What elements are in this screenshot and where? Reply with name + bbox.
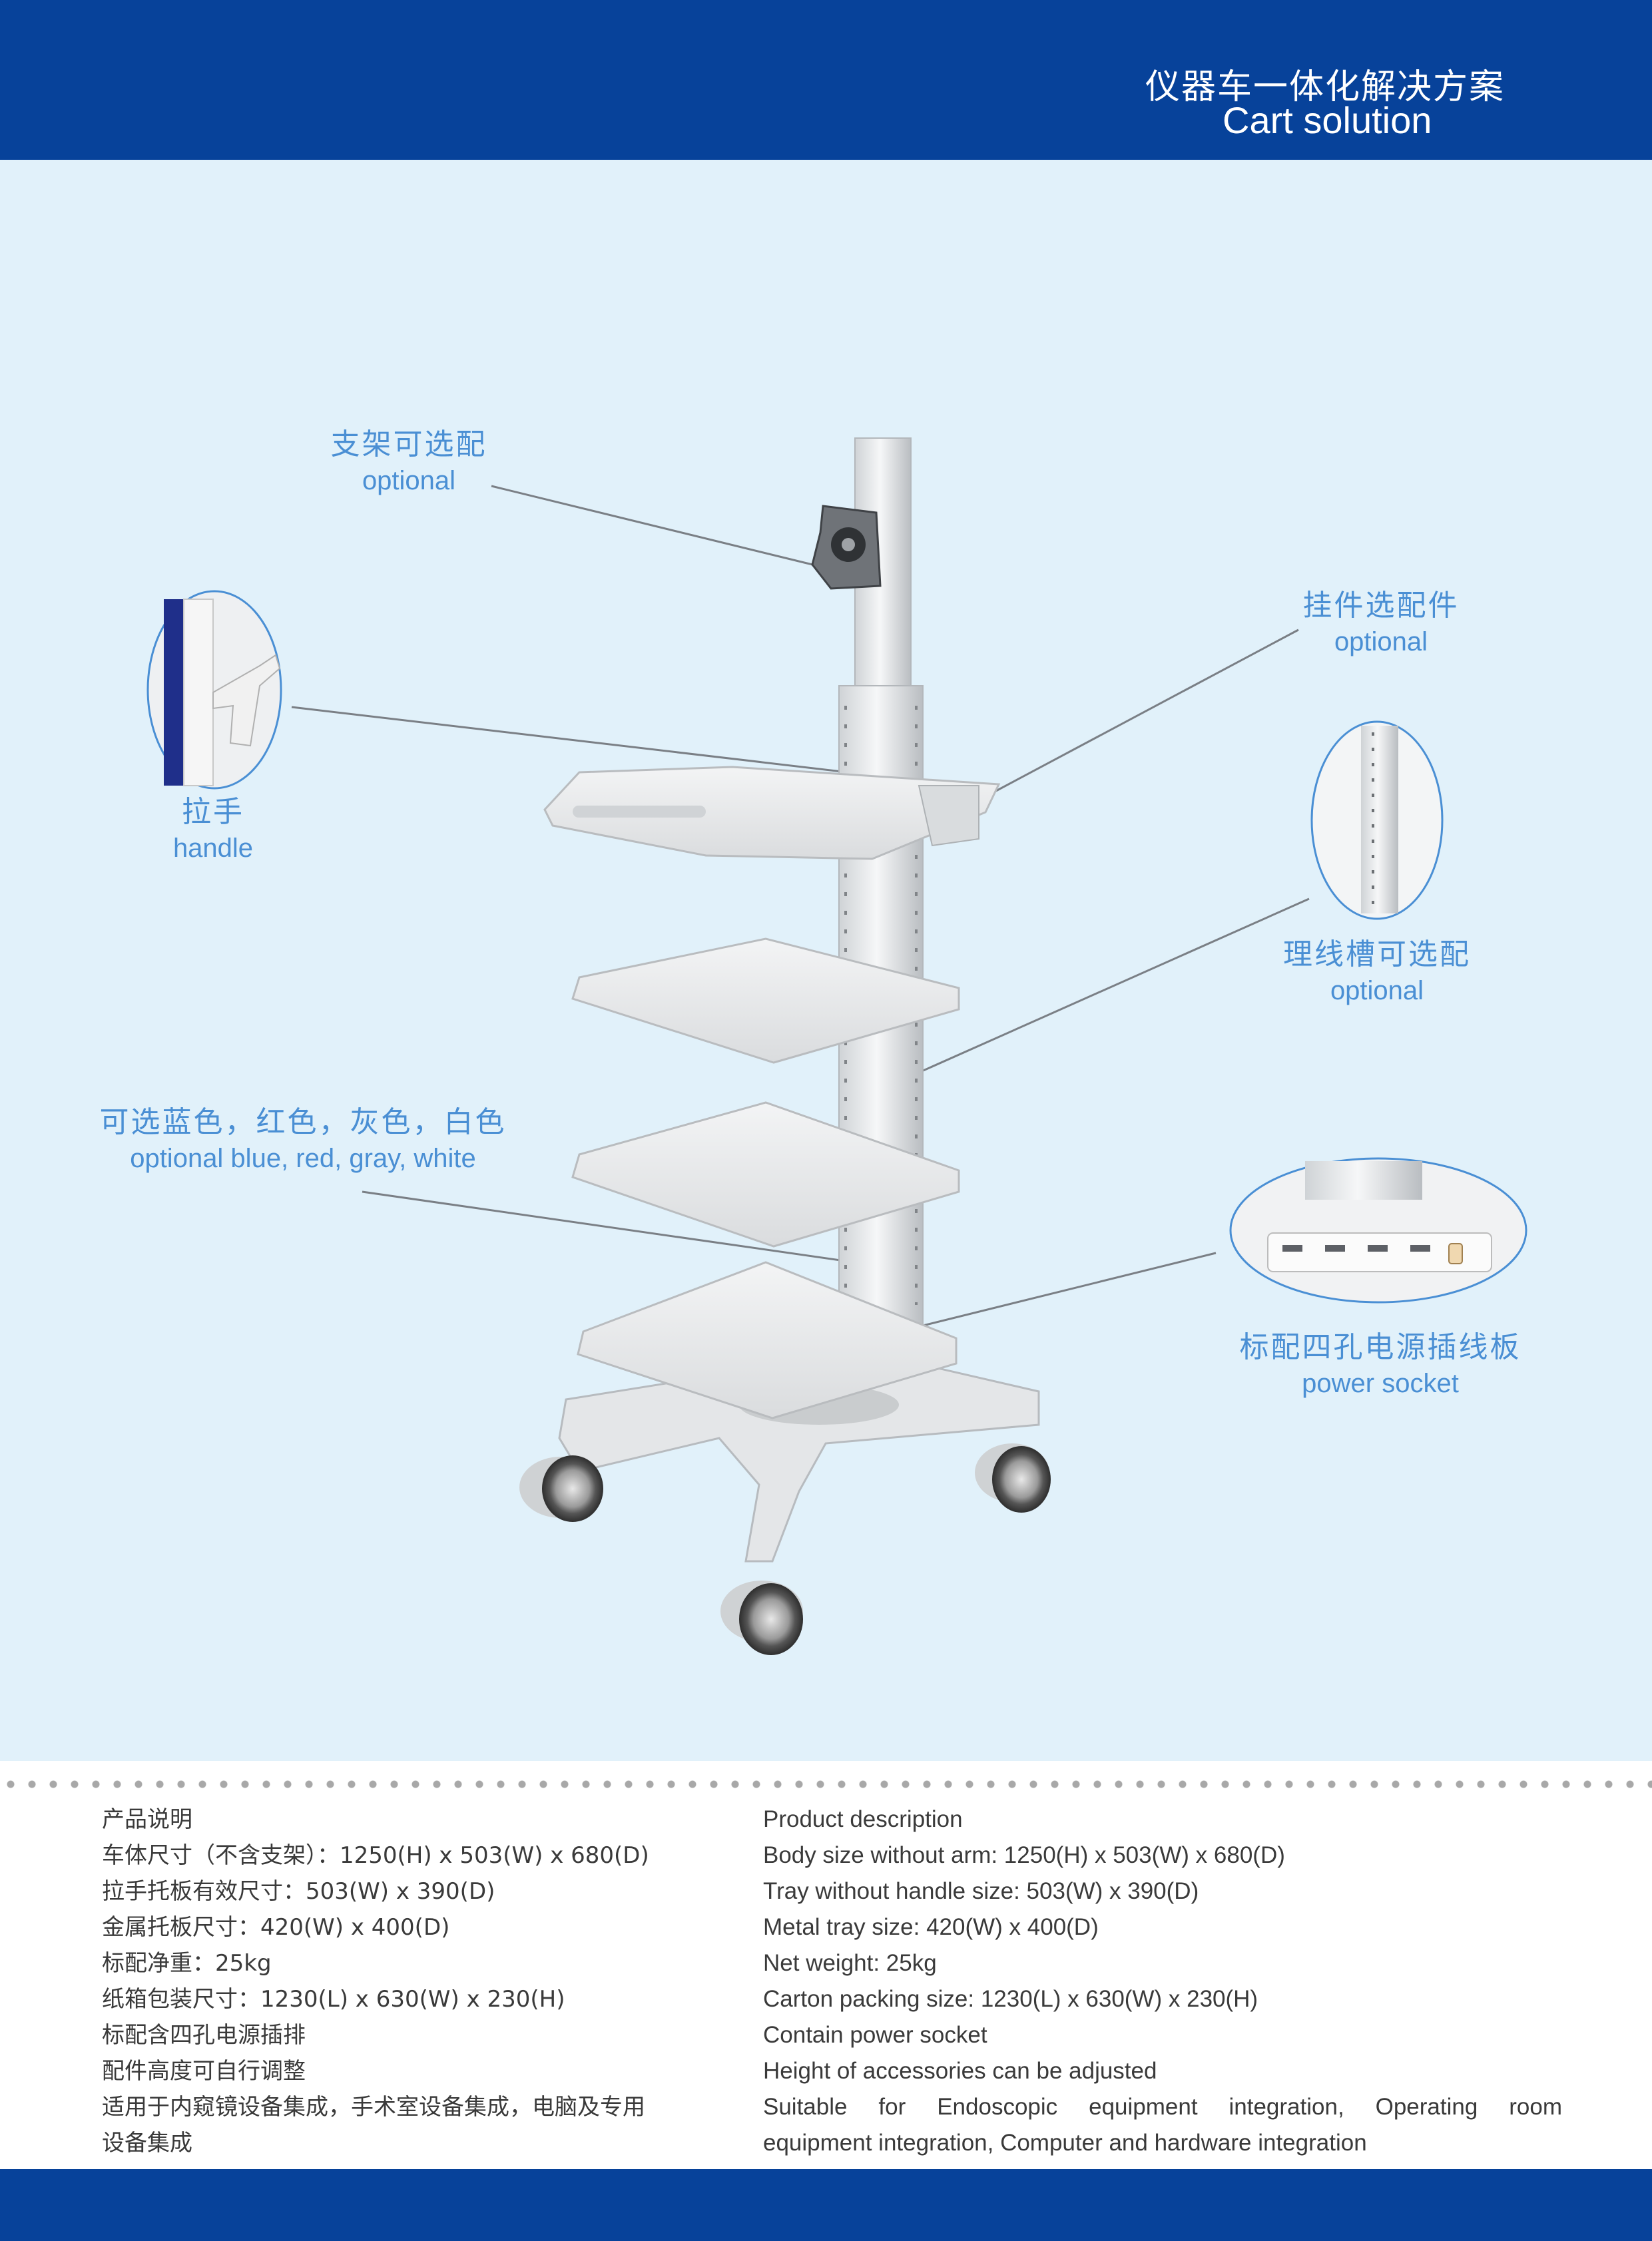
page-title-cn: 仪器车一体化解决方案 [1145, 67, 1506, 107]
callout-bracket-cn: 支架可选配 [330, 427, 487, 461]
page-title-en: Cart solution [1223, 99, 1432, 141]
caster-wheels [519, 1443, 1051, 1655]
callout-cable-duct-en: optional [1330, 976, 1424, 1005]
callout-cable-duct: 理线槽可选配 optional [1252, 936, 1502, 1008]
dotted-divider [0, 1776, 1652, 1792]
header-bar [0, 0, 1652, 160]
metal-shelves [571, 937, 960, 1419]
callout-colors: 可选蓝色，红色，灰色，白色 optional blue, red, gray, … [80, 1104, 526, 1176]
cable-duct-detail-inset [1310, 720, 1444, 920]
spec-en-row: Carton packing size: 1230(L) x 630(W) x … [763, 1986, 1258, 2012]
spec-cn-row: 设备集成 [102, 2130, 192, 2156]
spec-list-en: Product description Body size without ar… [763, 1802, 1562, 2161]
footer-bar [0, 2169, 1652, 2241]
spec-en-row: Tray without handle size: 503(W) x 390(D… [763, 1878, 1199, 1904]
spec-en-row: Net weight: 25kg [763, 1950, 937, 1976]
callout-power-socket: 标配四孔电源插线板 power socket [1224, 1329, 1537, 1401]
spec-en-row: Body size without arm: 1250(H) x 503(W) … [763, 1842, 1285, 1868]
spec-cn-row: 标配净重：25kg [102, 1950, 272, 1977]
spec-en-row: Contain power socket [763, 2022, 987, 2048]
callout-handle-cn: 拉手 [182, 795, 244, 829]
spec-en-row: equipment integration, Computer and hard… [763, 2130, 1367, 2156]
monitor-bracket [811, 505, 882, 590]
callout-handle: 拉手 handle [133, 794, 293, 866]
callout-colors-cn: 可选蓝色，红色，灰色，白色 [99, 1105, 507, 1139]
spec-list-cn: 产品说明 车体尺寸（不含支架）：1250(H) x 503(W) x 680(D… [102, 1802, 754, 2161]
spec-cn-row: 适用于内窥镜设备集成，手术室设备集成，电脑及专用 [102, 2094, 645, 2120]
spec-cn-row: 配件高度可自行调整 [102, 2058, 306, 2085]
power-socket-detail-inset [1229, 1157, 1527, 1304]
spec-en-row: Metal tray size: 420(W) x 400(D) [763, 1914, 1099, 1940]
callout-bracket-en: optional [362, 466, 456, 495]
callout-hanger-cn: 挂件选配件 [1302, 589, 1460, 622]
spec-en-row: Height of accessories can be adjusted [763, 2058, 1157, 2084]
spec-cn-heading: 产品说明 [102, 1806, 192, 1833]
spec-cn-row: 车体尺寸（不含支架）：1250(H) x 503(W) x 680(D) [102, 1842, 649, 1869]
spec-en-row: Suitable for Endoscopic equipment integr… [763, 2094, 1562, 2120]
spec-cn-row: 纸箱包装尺寸：1230(L) x 630(W) x 230(H) [102, 1986, 565, 2013]
callout-colors-en: optional blue, red, gray, white [130, 1144, 476, 1173]
spec-cn-row: 拉手托板有效尺寸：503(W) x 390(D) [102, 1878, 495, 1905]
handle-detail-inset [146, 590, 282, 790]
callout-hanger: 挂件选配件 optional [1274, 587, 1488, 659]
spec-cn-row: 标配含四孔电源插排 [102, 2022, 306, 2049]
callout-power-socket-en: power socket [1302, 1369, 1459, 1398]
handle-tray [543, 766, 1001, 860]
callout-hanger-en: optional [1334, 627, 1428, 656]
callout-cable-duct-cn: 理线槽可选配 [1283, 937, 1471, 971]
callout-bracket: 支架可选配 optional [302, 426, 515, 498]
callout-power-socket-cn: 标配四孔电源插线板 [1239, 1330, 1521, 1364]
spec-en-heading: Product description [763, 1806, 963, 1832]
spec-cn-row: 金属托板尺寸：420(W) x 400(D) [102, 1914, 450, 1941]
callout-handle-en: handle [172, 834, 254, 863]
